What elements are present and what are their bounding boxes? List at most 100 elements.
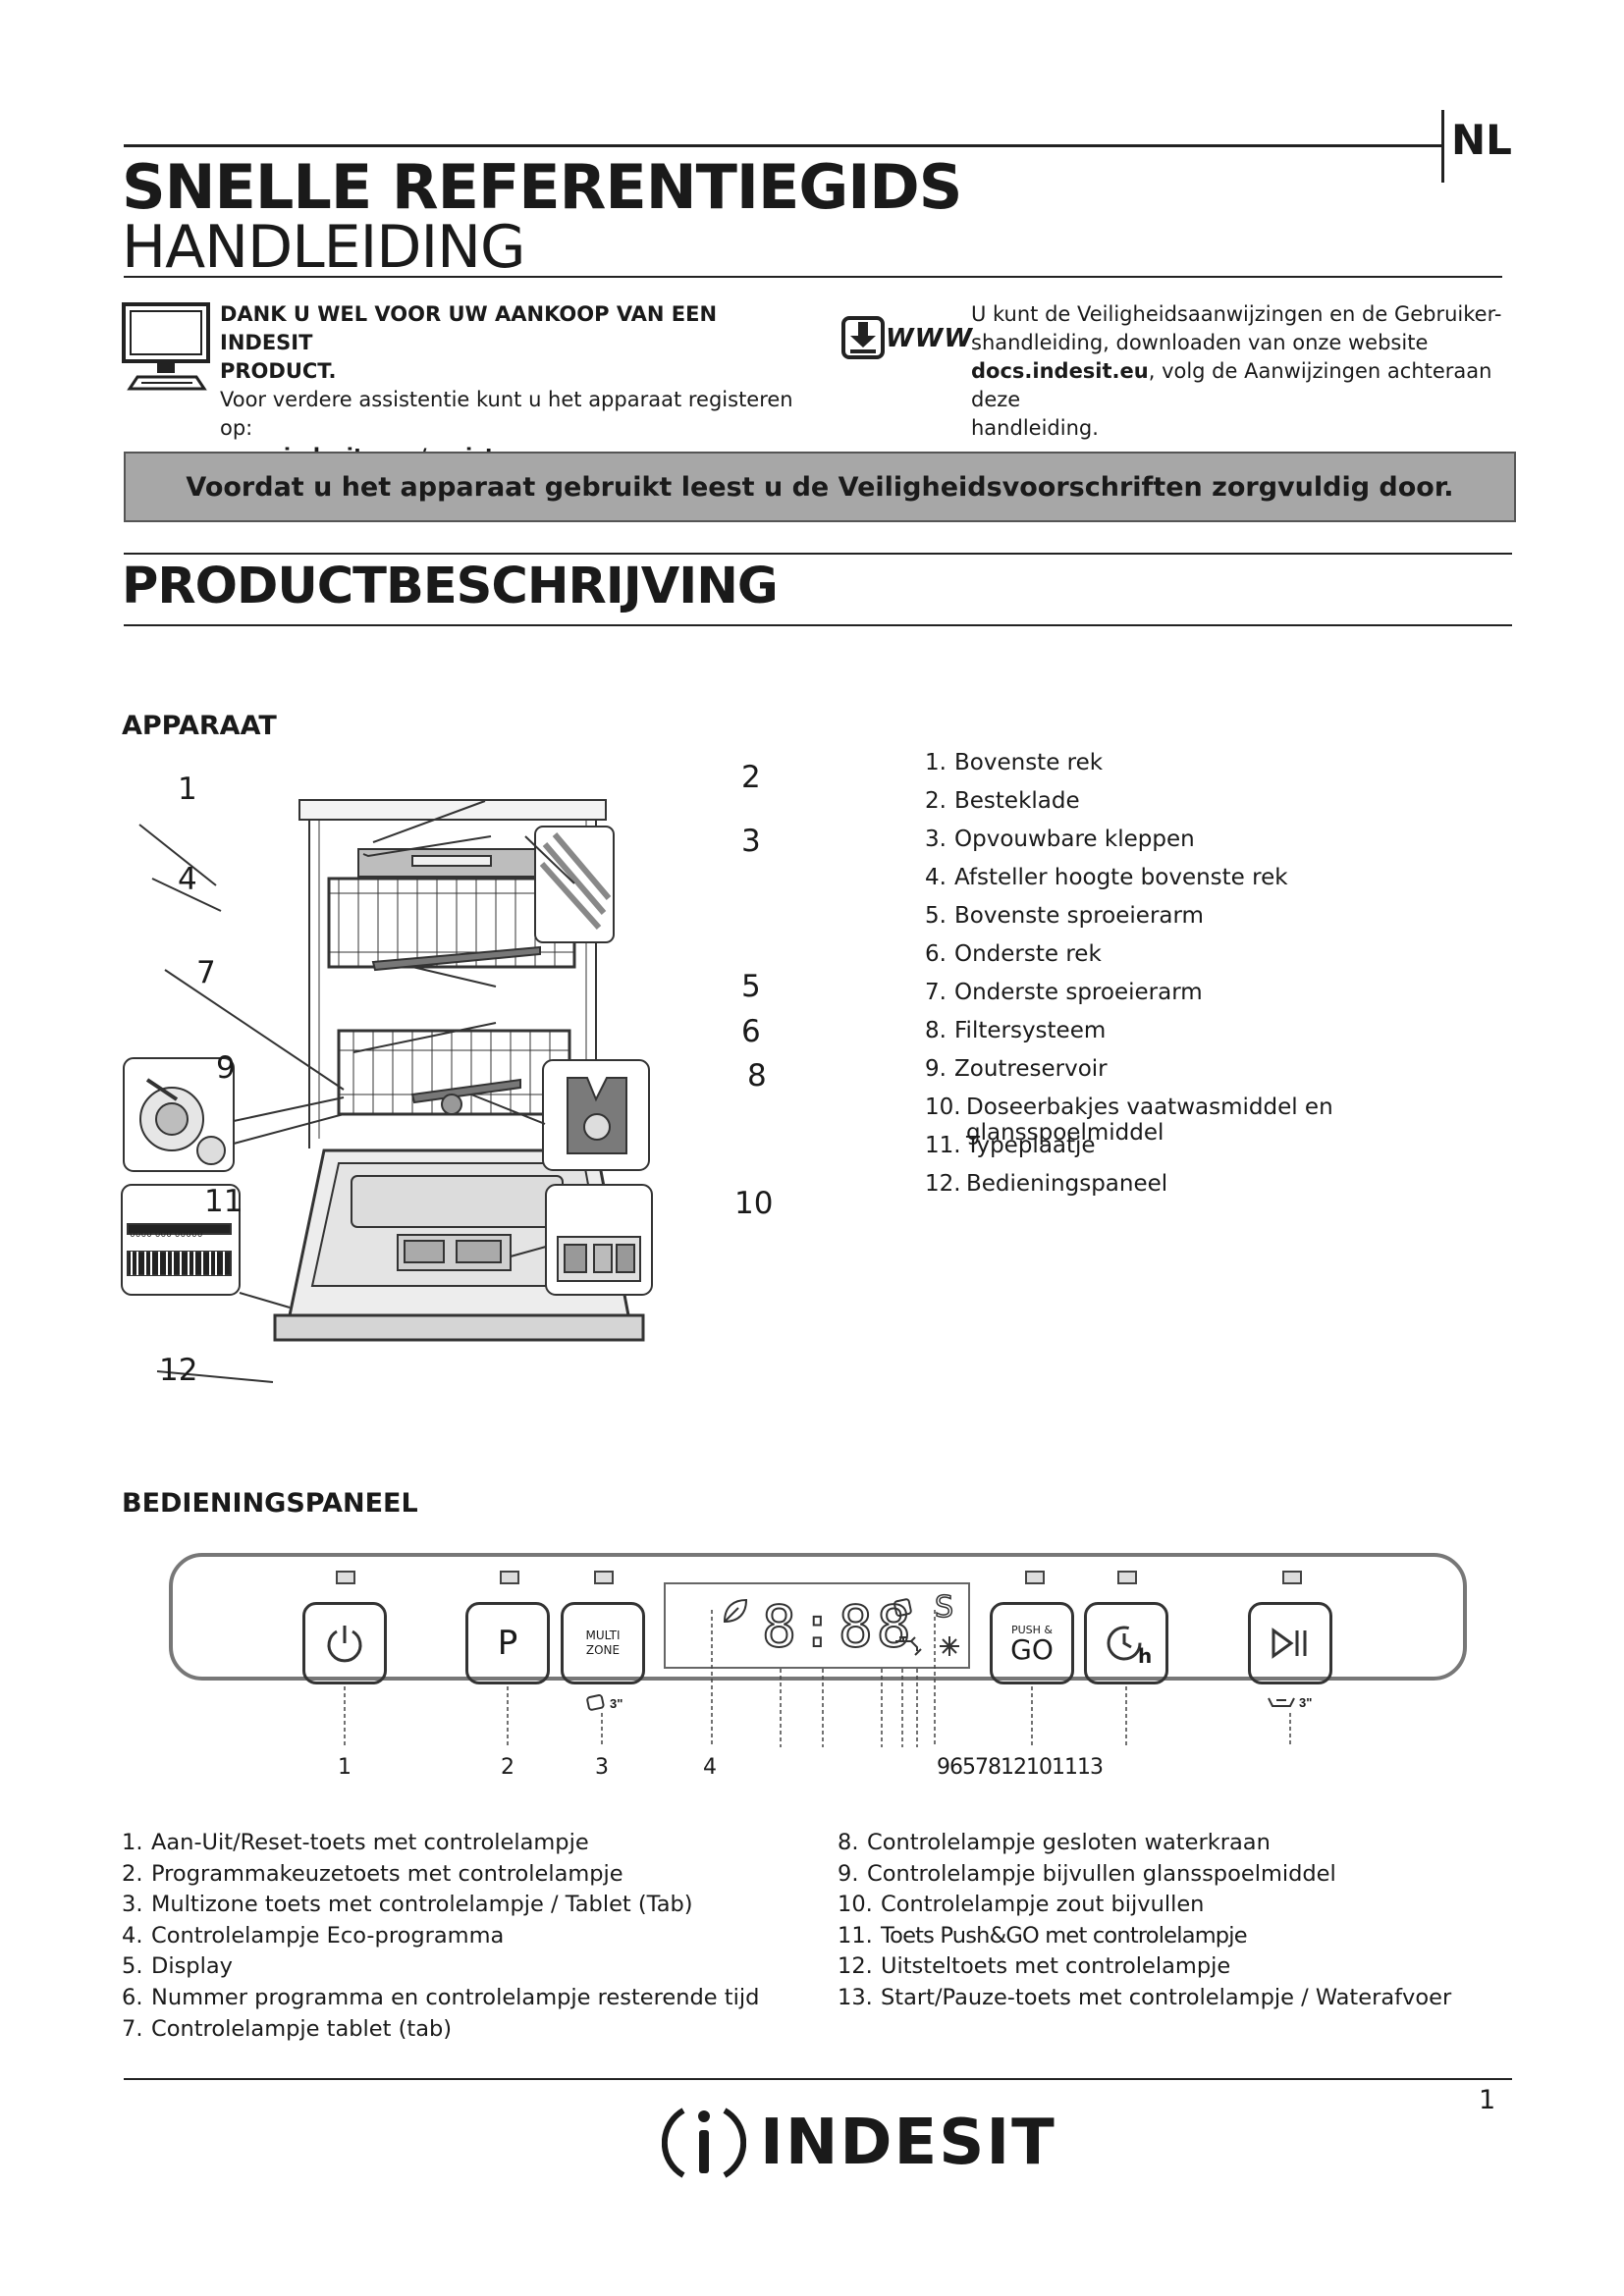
led-program [500,1571,519,1584]
intro-left-heading-2: PRODUCT. [220,359,337,383]
panel-legend-left: 1.Aan-Uit/Reset-toets met controlelampje… [122,1830,829,2047]
intro-left-text: Voor verdere assistentie kunt u het appa… [220,388,793,440]
indesit-logo-icon [662,2108,746,2178]
brand-name: INDESIT [760,2107,1056,2179]
list-item: 4.Controlelampje Eco-programma [122,1922,505,1949]
callout-6: 6 [741,1014,761,1049]
www-icon-text: WWW [886,324,974,353]
tablet-hint-duration: 3" [610,1695,623,1711]
power-button[interactable] [302,1602,387,1684]
drain-hint-duration: 3" [1299,1695,1313,1710]
water-tap-icon [895,1636,922,1656]
panel-num-1: 1 [338,1755,352,1780]
callout-1: 1 [178,772,197,807]
intro-right: U kunt de Veiligheidsaanwijzingen en de … [971,300,1521,443]
drain-icon [1268,1697,1295,1707]
pushgo-label-2: GO [1010,1632,1054,1666]
list-item: 10.Controlelampje zout bijvullen [838,1892,1205,1918]
list-item: 10.Doseerbakjes vaatwasmiddel en glanssp… [925,1095,1333,1146]
computer-icon [122,302,210,391]
list-item: 11.Toets Push&GO met controlelampje [838,1922,1248,1949]
apparaat-heading: APPARAAT [122,711,277,741]
intro-right-line-3: docs.indesit.eu, volg de Aanwijzingen ac… [971,357,1521,414]
pushgo-button[interactable]: PUSH & GO [990,1602,1074,1684]
tablet-hint: 3" [585,1694,623,1712]
intro-left-heading-1: DANK U WEL VOOR UW AANKOOP VAN EEN INDES… [220,302,718,354]
led-startpause [1282,1571,1302,1584]
delay-clock-icon [1107,1626,1142,1661]
intro-left: DANK U WEL VOOR UW AANKOOP VAN EEN INDES… [220,300,809,471]
list-item: 13.Start/Pauze-toets met controlelampje … [838,1984,1452,2010]
callout-4: 4 [178,862,197,897]
display-digits: 8:88 [761,1593,915,1660]
list-item: 5.Bovenste sproeierarm [925,903,1204,929]
page-subtitle: HANDLEIDING [122,213,526,282]
rating-plate-service-label: Service: [130,1237,173,1250]
list-item: 6.Nummer programma en controlelampje res… [122,1984,760,2010]
callout-11: 11 [204,1184,244,1219]
panel-legend-right: 8.Controlelampje gesloten waterkraan 9.C… [838,1830,1525,2016]
page-title: SNELLE REFERENTIEGIDS [122,151,962,223]
header-top-rule [124,144,1443,147]
callout-7: 7 [196,955,216,990]
parts-list: 1.Bovenste rek 2.Besteklade 3.Opvouwbare… [925,750,1534,1209]
download-icon [841,316,885,359]
section-title: PRODUCTBESCHRIJVING [122,558,779,615]
panel-num-row: 9657812101113 [937,1755,1104,1780]
list-item: 3.Multizone toets met controlelampje / T… [122,1892,693,1918]
list-item: 2.Besteklade [925,788,1080,814]
delay-h-label: h [1138,1644,1153,1668]
panel-heading: BEDIENINGSPANEEL [122,1488,418,1519]
list-item: 11.Typeplaatje [925,1133,1096,1158]
intro-right-line-4: handleiding. [971,416,1099,440]
docs-link[interactable]: docs.indesit.eu [971,359,1149,383]
list-item: 7.Controlelampje tablet (tab) [122,2015,453,2042]
list-item: 1.Bovenste rek [925,750,1104,775]
control-panel [169,1553,1467,1681]
language-code: NL [1451,116,1512,164]
intro-right-line-3-rest: , volg de Aanwijzingen achteraan deze [971,359,1492,411]
list-item: 4.Afsteller hoogte bovenste rek [925,865,1288,890]
panel-leader-lines [344,1610,1291,1747]
display: 8:88 S [664,1582,970,1669]
intro-right-line-2: shandleiding, downloaden van onze websit… [971,331,1429,354]
list-item: 9.Controlelampje bijvullen glansspoelmid… [838,1860,1336,1887]
startpause-button[interactable] [1248,1602,1332,1684]
delay-button[interactable]: h [1084,1602,1168,1684]
eco-leaf-icon [723,1598,748,1624]
panel-num-3: 3 [595,1755,609,1780]
rating-plate-serial: 0000 000 00000 [130,1230,203,1240]
list-item: 1.Aan-Uit/Reset-toets met controlelampje [122,1830,589,1855]
footer-rule [124,2078,1512,2080]
multizone-button[interactable]: MULTI ZONE [561,1602,645,1684]
callout-5: 5 [741,969,761,1004]
section-bottom-rule [124,624,1512,626]
list-item: 6.Onderste rek [925,941,1102,967]
multizone-label-2: ZONE [585,1643,621,1657]
led-multizone [594,1571,614,1584]
led-onoff [336,1571,355,1584]
list-item: 12.Bedieningspaneel [925,1171,1168,1197]
led-pushgo [1025,1571,1045,1584]
panel-num-2: 2 [501,1755,514,1780]
list-item: 5.Display [122,1953,233,1980]
program-button-label: P [497,1624,518,1663]
list-item: 9.Zoutreservoir [925,1056,1108,1082]
callout-3: 3 [741,824,761,859]
brand-logo: INDESIT [662,2099,1056,2187]
callout-8: 8 [747,1058,767,1094]
callout-10: 10 [734,1186,774,1221]
dishwasher-diagram: Service: 0000 000 00000 [121,799,653,1383]
power-icon [327,1626,362,1663]
tablet-indicator-icon [893,1598,912,1617]
program-button[interactable]: P [465,1602,550,1684]
list-item: 2.Programmakeuzetoets met controlelampje [122,1860,623,1887]
list-item: 3.Opvouwbare kleppen [925,827,1195,852]
panel-num-4: 4 [703,1755,717,1780]
display-s: S [934,1589,954,1626]
drain-hint: 3" [1267,1695,1312,1710]
tablet-icon [586,1694,605,1711]
page-number: 1 [1479,2085,1496,2115]
callout-12: 12 [159,1353,198,1388]
section-top-rule [124,553,1512,555]
